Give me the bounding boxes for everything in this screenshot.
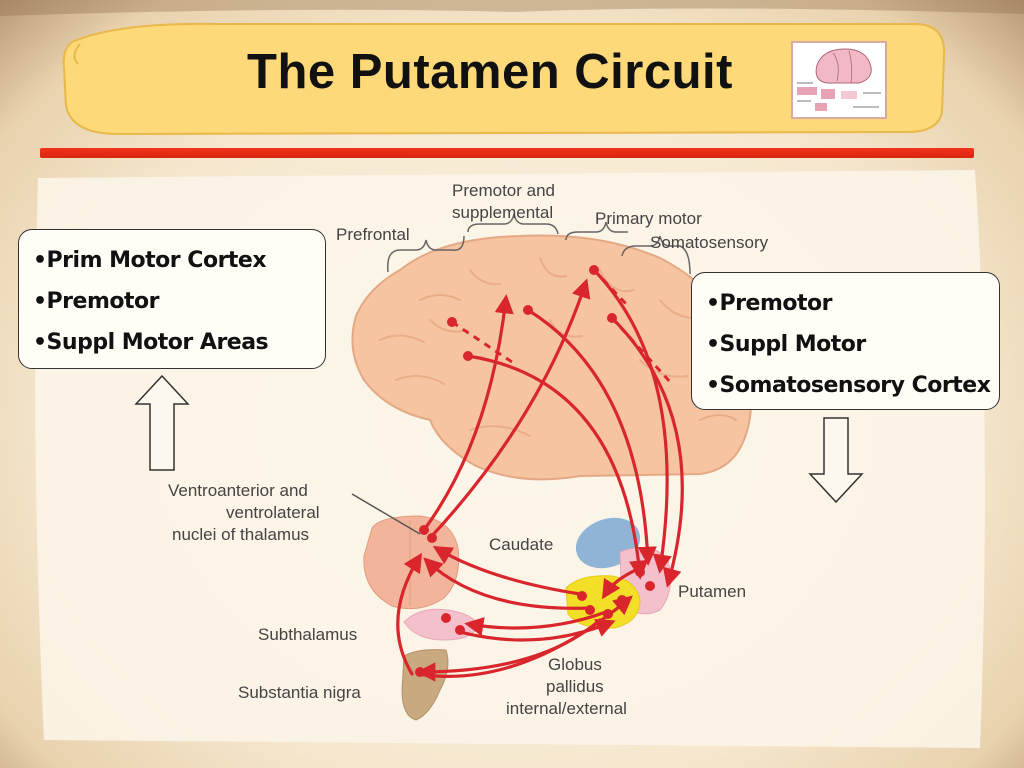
label-globus-2: pallidus [546, 677, 604, 696]
brain-thumbnail [791, 41, 887, 119]
pathway-premotor-to-putamen [466, 354, 649, 580]
pathway-globus-to-thalamus-2 [423, 557, 592, 610]
pathway-thalamus-to-premotor [422, 294, 514, 532]
pathway-suppl-motor-to-putamen [526, 308, 657, 566]
label-somatosensory: Somatosensory [650, 233, 769, 252]
right-box-item: •Premotor [706, 291, 832, 316]
pathway-nigra-loop [396, 552, 423, 676]
label-globus-1: Globus [548, 655, 602, 674]
label-substantia-nigra: Substantia nigra [238, 683, 361, 702]
pathway-thalamus-to-primary-motor [428, 278, 591, 540]
label-prefrontal: Prefrontal [336, 225, 410, 244]
right-box-item: •Suppl Motor [706, 332, 866, 357]
label-thalamus-2: ventrolateral [226, 503, 320, 522]
title-divider [40, 148, 974, 158]
pathway-primary-motor-to-putamen [592, 268, 672, 574]
right-box-item: •Somatosensory Cortex [706, 373, 991, 398]
left-info-box: •Prim Motor Cortex •Premotor •Suppl Moto… [18, 229, 326, 369]
pathway-subthalamus-to-globus [458, 619, 616, 642]
label-thalamus-1: Ventroanterior and [168, 481, 308, 500]
pathway-somatosensory-to-putamen [610, 316, 684, 588]
pathway-nigra-to-putamen [416, 595, 633, 678]
down-arrow-icon [808, 417, 864, 504]
left-box-item: •Suppl Motor Areas [33, 330, 269, 355]
substantia-nigra [401, 649, 449, 721]
label-subthalamus: Subthalamus [258, 625, 357, 644]
left-box-item: •Premotor [33, 289, 159, 314]
label-caudate: Caudate [489, 535, 553, 554]
up-arrow-icon [134, 374, 190, 471]
pathway-globus-to-subthalamus [464, 610, 608, 636]
thalamus [363, 515, 460, 610]
title-banner [62, 22, 946, 136]
pathway-globus-to-thalamus-1 [432, 546, 582, 596]
pathway-putamen-to-globus [601, 568, 638, 600]
label-globus-3: internal/external [506, 699, 627, 718]
label-primary-motor: Primary motor [595, 209, 702, 228]
page-title: The Putamen Circuit [247, 45, 733, 99]
label-premotor-2: supplemental [452, 203, 553, 222]
label-putamen: Putamen [678, 582, 746, 601]
label-thalamus-3: nuclei of thalamus [172, 525, 309, 544]
pathway-globus-to-nigra [416, 618, 602, 682]
right-info-box: •Premotor •Suppl Motor •Somatosensory Co… [691, 272, 1000, 410]
label-premotor-1: Premotor and [452, 181, 555, 200]
left-box-item: •Prim Motor Cortex [33, 248, 267, 273]
